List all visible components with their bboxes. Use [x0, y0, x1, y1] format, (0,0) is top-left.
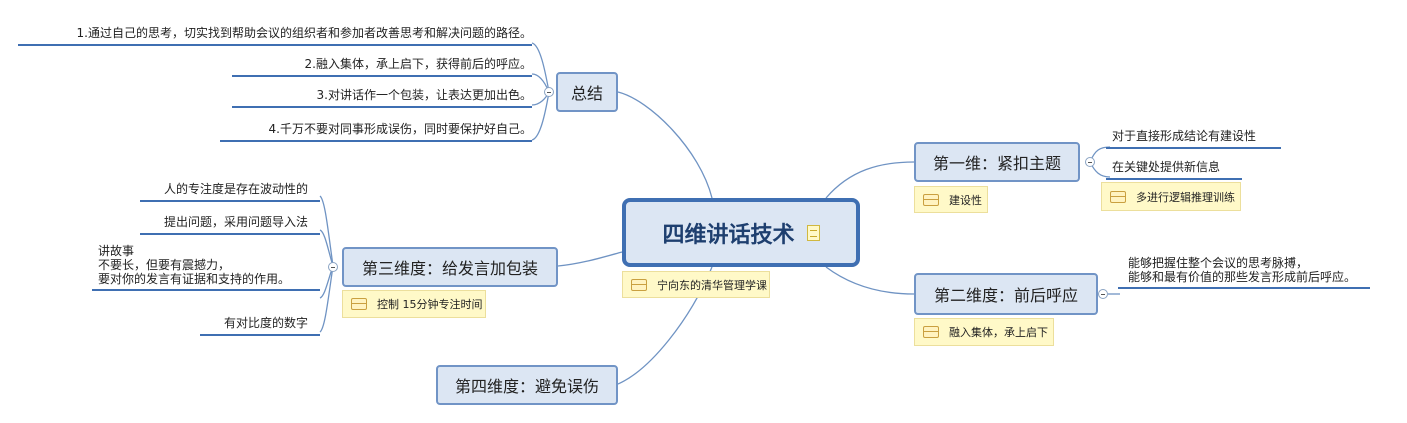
dimension-1-subnote-label: 多进行逻辑推理训练 [1136, 190, 1235, 204]
note-icon [1110, 190, 1126, 203]
summary-leaf-2[interactable]: 2.融入集体，承上启下，获得前后的呼应。 [232, 55, 532, 77]
connector-dim3 [557, 251, 623, 267]
summary-leaf-4[interactable]: 4.千万不要对同事形成误伤，同时要保护好自己。 [220, 120, 532, 142]
dimension-3-leaf-4[interactable]: 有对比度的数字 [200, 314, 320, 336]
connector-dim1 [825, 161, 915, 199]
note-icon [631, 278, 647, 291]
collapse-dimension-1-toggle[interactable] [1085, 157, 1095, 167]
central-note[interactable]: 宁向东的清华管理学课 [622, 271, 770, 298]
dimension-3-note-label: 控制 15分钟专注时间 [377, 298, 483, 311]
connector-dim3-leaf4 [319, 265, 334, 333]
dimension-1-note[interactable]: 建设性 [914, 186, 988, 213]
dimension-2-note[interactable]: 融入集体，承上启下 [914, 318, 1054, 346]
dimension-2-leaf[interactable]: 能够把握住整个会议的思考脉搏， 能够和最有价值的那些发言形成前后呼应。 [1118, 256, 1370, 289]
dimension-1-leaf-2[interactable]: 在关键处提供新信息 [1106, 158, 1242, 180]
dimension-1-leaf-1[interactable]: 对于直接形成结论有建设性 [1106, 127, 1281, 149]
dimension-3-note[interactable]: 控制 15分钟专注时间 [342, 290, 486, 318]
topic-dimension-2-label: 第二维度：前后呼应 [933, 286, 1078, 305]
topic-dimension-3[interactable]: 第三维度：给发言加包装 [342, 247, 558, 287]
summary-leaf-1[interactable]: 1.通过自己的思考，切实找到帮助会议的组织者和参加者改善思考和解决问题的路径。 [18, 24, 532, 46]
central-topic[interactable]: 四维讲话技术 [622, 198, 860, 267]
collapse-summary-toggle[interactable] [544, 87, 554, 97]
topic-dimension-4-label: 第四维度：避免误伤 [454, 377, 599, 396]
connector-summary [617, 91, 713, 199]
dimension-3-leaf-2[interactable]: 提出问题，采用问题导入法 [140, 213, 320, 235]
collapse-dimension-2-toggle[interactable] [1098, 289, 1108, 299]
connector-dim3-leaf1 [319, 195, 334, 267]
topic-dimension-4[interactable]: 第四维度：避免误伤 [436, 365, 618, 405]
central-topic-label: 四维讲话技术 [662, 222, 795, 248]
summary-leaf-3[interactable]: 3.对讲话作一个包装，让表达更加出色。 [232, 86, 532, 108]
connector-summary-leaf1 [531, 42, 550, 93]
dimension-3-leaf-3[interactable]: 讲故事 不要长，但要有震撼力， 要对你的发言有证据和支持的作用。 [92, 244, 320, 291]
topic-dimension-1[interactable]: 第一维：紧扣主题 [914, 142, 1080, 182]
note-icon [351, 298, 367, 310]
connector-dim2 [825, 266, 915, 295]
note-icon [923, 326, 939, 338]
dimension-3-leaf-1[interactable]: 人的专注度是存在波动性的 [140, 180, 320, 202]
dimension-1-subnote[interactable]: 多进行逻辑推理训练 [1101, 182, 1241, 211]
connector-dim3-leaf2 [319, 229, 334, 267]
connector-summary-leaf4 [531, 91, 550, 141]
central-note-label: 宁向东的清华管理学课 [657, 278, 767, 292]
collapse-dimension-3-toggle[interactable] [328, 262, 338, 272]
topic-summary[interactable]: 总结 [556, 72, 618, 112]
dimension-1-note-label: 建设性 [949, 193, 982, 207]
document-note-icon [806, 224, 820, 241]
note-icon [923, 193, 939, 206]
topic-dimension-2[interactable]: 第二维度：前后呼应 [914, 273, 1098, 315]
topic-summary-label: 总结 [570, 84, 603, 103]
topic-dimension-3-label: 第三维度：给发言加包装 [361, 259, 538, 278]
topic-dimension-1-label: 第一维：紧扣主题 [932, 154, 1061, 173]
dimension-2-note-label: 融入集体，承上启下 [949, 326, 1048, 339]
